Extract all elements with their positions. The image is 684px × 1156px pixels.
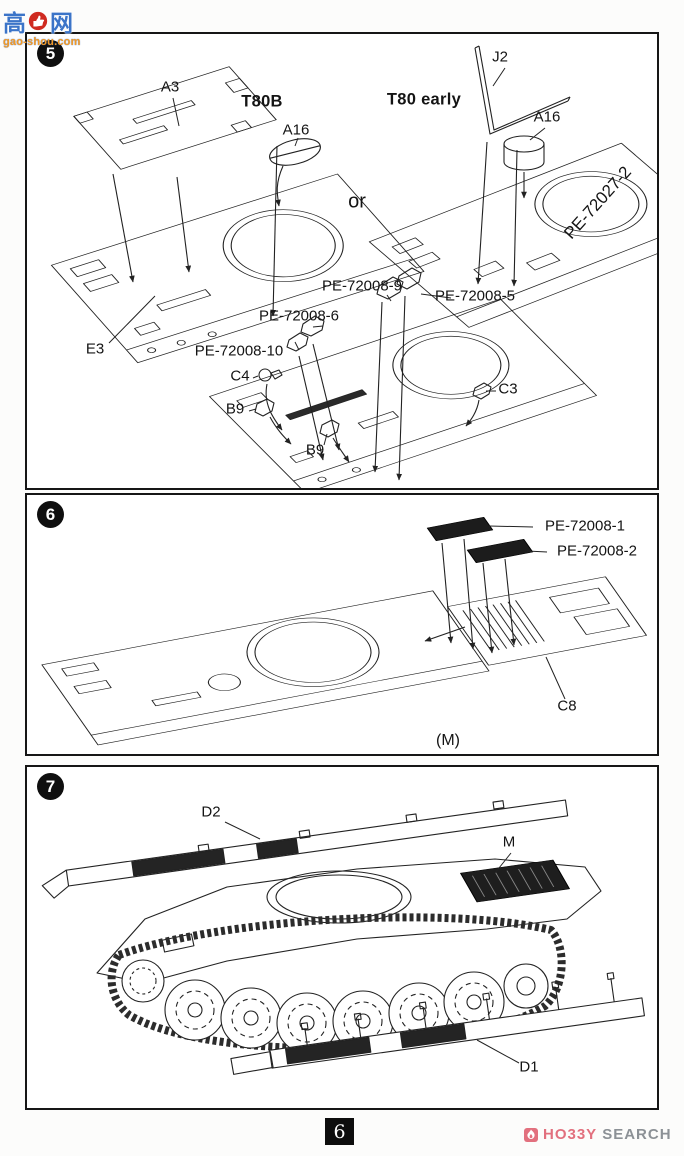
- part-label-e3: E3: [85, 340, 105, 358]
- step7-panel: 7: [25, 765, 659, 1110]
- part-a16-left: [269, 138, 321, 166]
- part-label-c4: C4: [230, 367, 250, 385]
- part-b9-bottom: [319, 419, 340, 438]
- part-label-b9-bottom: B9: [305, 441, 325, 459]
- step6-leader-lines: [488, 525, 566, 700]
- part-label-m: M: [502, 833, 516, 851]
- part-c4: [258, 368, 283, 382]
- part-label-d2: D2: [201, 803, 221, 821]
- watermark-domain: gao-shou.com: [3, 36, 81, 48]
- variant-label-t80b: T80B: [241, 92, 283, 111]
- step6-diagram: [41, 517, 648, 746]
- part-label-pe72008-5: PE-72008-5: [434, 287, 516, 305]
- rear-deck-drawing: [446, 576, 648, 666]
- lower-hull-assembly-drawing: [208, 298, 598, 488]
- t80b-upper-hull-drawing: [50, 173, 425, 364]
- part-pe72008-1-mesh: [426, 517, 494, 541]
- part-a3-plate: [73, 66, 277, 170]
- part-label-c8: C8: [557, 697, 577, 715]
- part-label-a16-left: A16: [282, 121, 310, 139]
- rear-grille-drawing: [460, 859, 570, 903]
- part-j2-wire: [474, 45, 571, 135]
- step5-badge: 5: [37, 40, 64, 67]
- step6-panel: 6: [25, 493, 659, 756]
- part-pe72008-2-mesh: [466, 539, 534, 563]
- step5-leader-lines: [108, 67, 546, 446]
- module-note-m: (M): [436, 732, 460, 749]
- watermark: 高 网 gao-shou.com: [3, 4, 81, 48]
- part-d1-skirt: [269, 972, 645, 1069]
- watermark-char-wang: 网: [50, 10, 73, 36]
- hobby-wordmark: HO33Y: [543, 1126, 598, 1143]
- part-d2-skirt: [41, 799, 569, 899]
- variant-label-t80-early: T80 early: [386, 90, 462, 109]
- part-label-a16-right: A16: [533, 108, 561, 126]
- watermark-char-gao: 高: [3, 10, 26, 36]
- part-pe72008-6-10-brackets: [286, 315, 325, 352]
- part-label-pe72008-2: PE-72008-2: [556, 542, 638, 560]
- part-label-pe72008-10: PE-72008-10: [194, 342, 284, 360]
- part-a16-right: [503, 135, 545, 171]
- step7-leader-lines: [224, 821, 520, 1064]
- part-c3: [472, 382, 492, 400]
- part-pe72008-9-5-brackets: [376, 267, 422, 300]
- part-d1-end-block: [230, 1051, 274, 1075]
- part-label-pe72008-1: PE-72008-1: [544, 517, 626, 535]
- upper-hull-drawing: [41, 590, 490, 746]
- road-wheels: [121, 959, 549, 1054]
- part-label-c3: C3: [498, 380, 518, 398]
- part-label-d1: D1: [519, 1058, 539, 1076]
- step5-diagram: [50, 45, 657, 488]
- tank-hull-drawing: [96, 858, 602, 984]
- flame-icon: [524, 1127, 538, 1142]
- step6-badge: 6: [37, 501, 64, 528]
- step6-arrows: [424, 538, 517, 654]
- thumbs-up-icon: [28, 11, 48, 31]
- step7-badge: 7: [37, 773, 64, 800]
- part-label-pe72008-9: PE-72008-9: [321, 277, 403, 295]
- part-label-pe72008-6: PE-72008-6: [258, 307, 340, 325]
- step5-arrows: [112, 141, 527, 481]
- part-label-b9-left: B9: [225, 400, 245, 418]
- or-separator: or: [348, 190, 366, 213]
- part-label-a3: A3: [160, 78, 180, 96]
- t80early-upper-hull-drawing: [368, 142, 657, 328]
- search-wordmark: SEARCH: [602, 1126, 672, 1143]
- track-band: [107, 913, 566, 1053]
- step7-diagram: [41, 799, 645, 1075]
- part-label-j2: J2: [492, 48, 508, 66]
- hobby-search-logo: HO33Y SEARCH: [524, 1126, 672, 1143]
- page-number: 6: [325, 1118, 354, 1145]
- step5-panel: 5: [25, 32, 659, 490]
